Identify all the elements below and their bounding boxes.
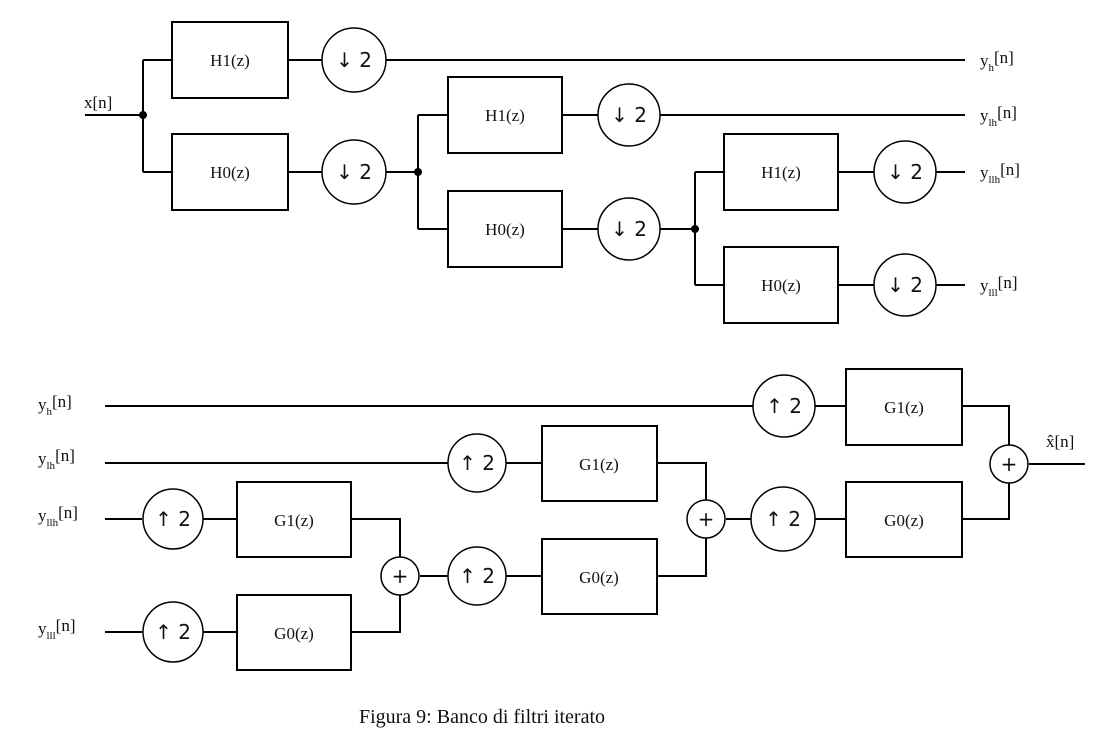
input-signal-label: x[n] (84, 93, 112, 112)
downsampler-3: ↓ 2 (597, 83, 661, 147)
filter-h0-level1: H0(z) (171, 133, 289, 211)
filter-g0-left: G0(z) (236, 594, 352, 671)
filter-label: H0(z) (761, 276, 801, 295)
filter-label: G1(z) (884, 398, 924, 417)
upsampler-2: ↑ 2 (447, 433, 507, 493)
filter-g1-middle: G1(z) (541, 425, 658, 502)
analysis-bank: H1(z) H0(z) H1(z) H0(z) H1(z) H0(z) ↓ 2 (84, 21, 1020, 324)
upsampler-5: ↑ 2 (447, 546, 507, 606)
downsample-label: ↓ 2 (611, 217, 647, 241)
filter-label: H1(z) (761, 163, 801, 182)
downsample-label: ↓ 2 (887, 273, 923, 297)
upsampler-6: ↑ 2 (142, 601, 204, 663)
filter-label: G0(z) (274, 624, 314, 643)
output-signal-label: x̂[n] (1046, 432, 1074, 451)
input-label-yh: yh[n] (38, 392, 72, 418)
downsample-label: ↓ 2 (887, 160, 923, 184)
filter-label: H0(z) (210, 163, 250, 182)
downsample-label: ↓ 2 (336, 48, 372, 72)
output-label-yllh: yllh[n] (980, 160, 1020, 186)
downsampler-2: ↓ 2 (321, 139, 387, 205)
junction-dot (691, 225, 699, 233)
synthesis-bank: G1(z) G1(z) G1(z) G0(z) G0(z) G0(z) ↑ 2 (38, 368, 1085, 671)
output-label-ylll: ylll[n] (980, 273, 1018, 299)
adder-left: + (380, 556, 420, 596)
output-label-yh: yh[n] (980, 48, 1014, 74)
filter-h1-level2: H1(z) (447, 76, 563, 154)
filter-g0-top: G0(z) (845, 481, 963, 558)
filter-g1-left: G1(z) (236, 481, 352, 558)
upsampler-3: ↑ 2 (142, 488, 204, 550)
plus-icon: + (698, 507, 715, 531)
plus-icon: + (1001, 452, 1018, 476)
filter-label: G0(z) (579, 568, 619, 587)
filter-label: H1(z) (210, 51, 250, 70)
downsample-label: ↓ 2 (611, 103, 647, 127)
filter-label: H1(z) (485, 106, 525, 125)
downsampler-4: ↓ 2 (597, 197, 661, 261)
filter-g1-top: G1(z) (845, 368, 963, 446)
filter-h1-level1: H1(z) (171, 21, 289, 99)
filter-h0-level2: H0(z) (447, 190, 563, 268)
filter-label: G1(z) (274, 511, 314, 530)
plus-icon: + (392, 564, 409, 588)
filter-h1-level3: H1(z) (723, 133, 839, 211)
input-label-ylll: ylll[n] (38, 616, 76, 642)
upsample-label: ↑ 2 (459, 564, 495, 588)
adder-middle: + (686, 499, 726, 539)
junction-dot (414, 168, 422, 176)
filter-h0-level3: H0(z) (723, 246, 839, 324)
output-label-ylh: ylh[n] (980, 103, 1017, 129)
upsample-label: ↑ 2 (765, 507, 801, 531)
input-label-yllh: yllh[n] (38, 503, 78, 529)
filter-g0-middle: G0(z) (541, 538, 658, 615)
upsampler-4: ↑ 2 (750, 486, 816, 552)
filter-label: G0(z) (884, 511, 924, 530)
upsample-label: ↑ 2 (155, 620, 191, 644)
figure-caption: Figura 9: Banco di filtri iterato (359, 706, 605, 728)
filter-label: H0(z) (485, 220, 525, 239)
upsample-label: ↑ 2 (766, 394, 802, 418)
upsample-label: ↑ 2 (459, 451, 495, 475)
downsample-label: ↓ 2 (336, 160, 372, 184)
upsample-label: ↑ 2 (155, 507, 191, 531)
adder-top: + (989, 444, 1029, 484)
input-label-ylh: ylh[n] (38, 446, 75, 472)
upsampler-1: ↑ 2 (752, 374, 816, 438)
downsampler-6: ↓ 2 (873, 253, 937, 317)
downsampler-1: ↓ 2 (321, 27, 387, 93)
junction-dot (139, 111, 147, 119)
filter-label: G1(z) (579, 455, 619, 474)
downsampler-5: ↓ 2 (873, 140, 937, 204)
